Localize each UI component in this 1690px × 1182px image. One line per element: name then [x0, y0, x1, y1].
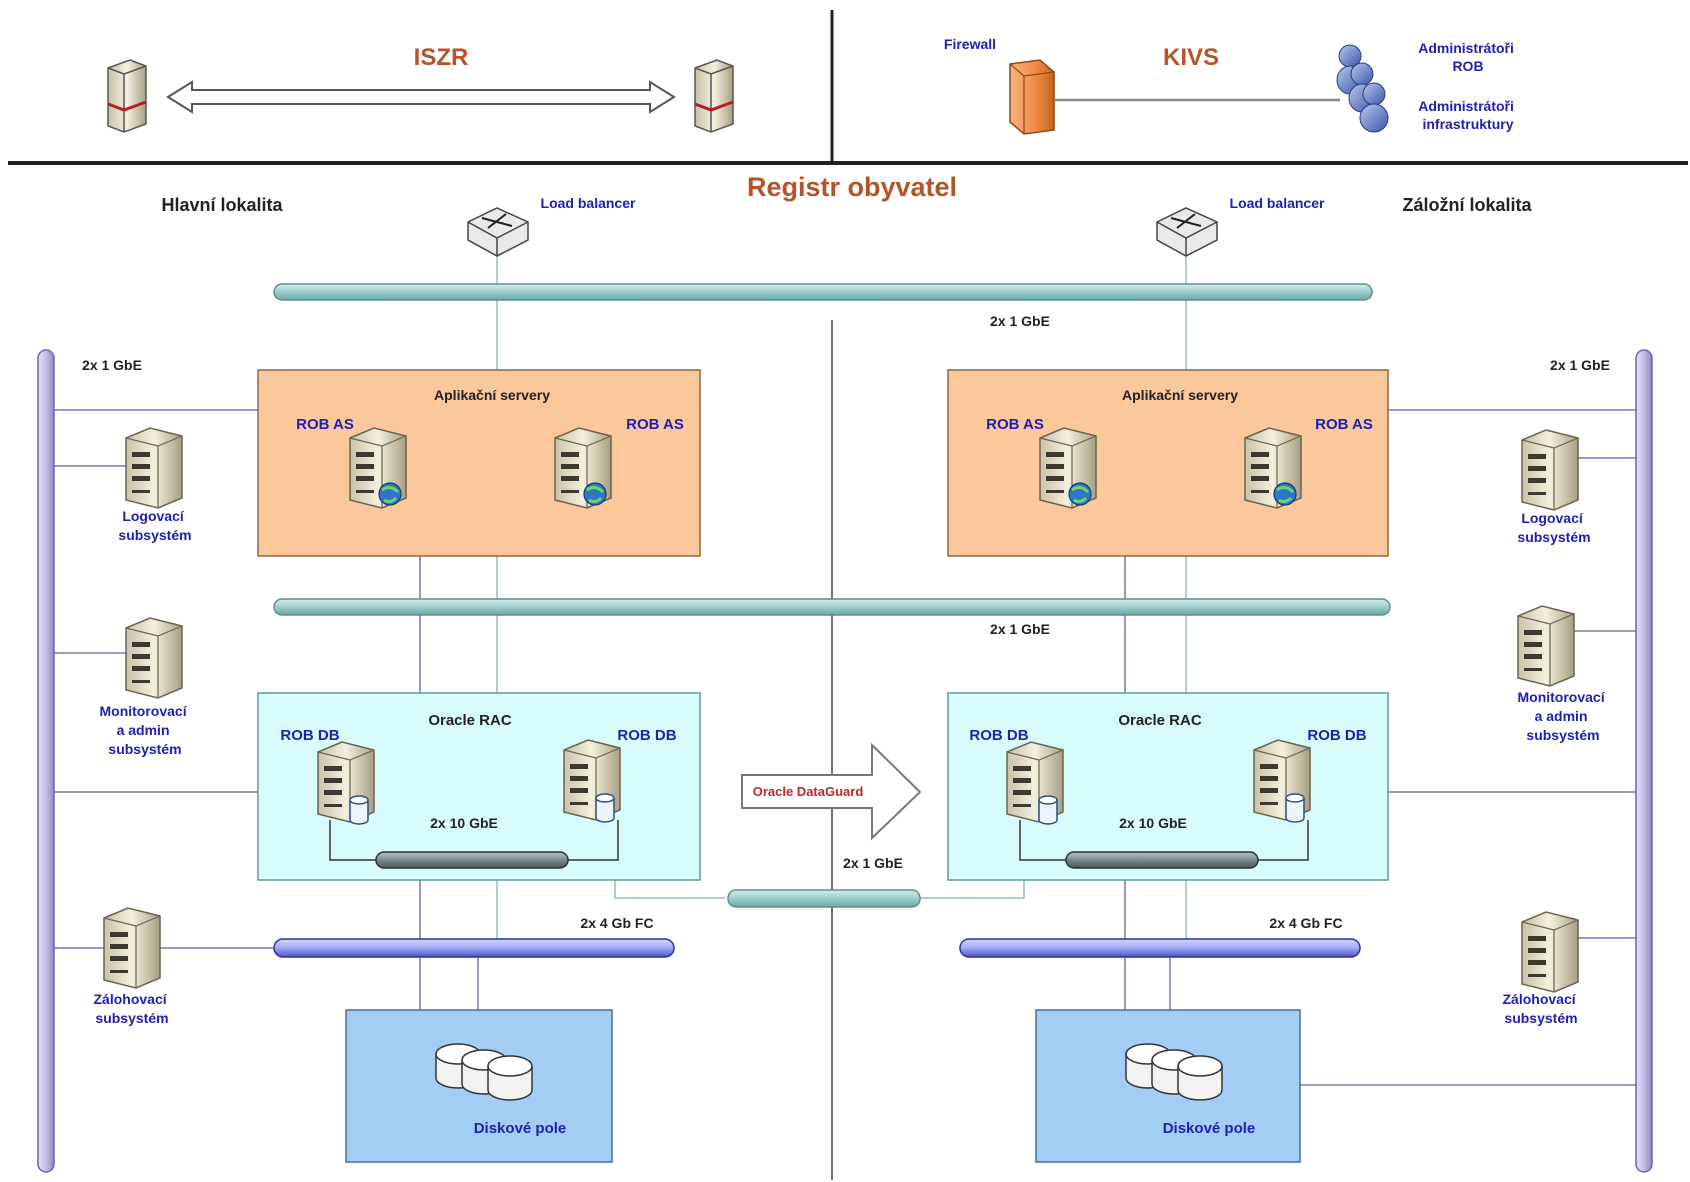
primary-db-server-b-icon	[563, 739, 621, 823]
iszr-double-arrow	[166, 80, 676, 114]
primary-side-bus-label: 2x 1 GbE	[82, 357, 142, 373]
backup-fc-label: 2x 4 Gb FC	[1269, 915, 1342, 931]
dataguard-link-label: 2x 1 GbE	[843, 855, 903, 871]
backup-site-label: Záložní lokalita	[1402, 195, 1532, 215]
primary-disk-label: Diskové pole	[474, 1120, 567, 1137]
primary-logging-server-icon	[125, 427, 183, 509]
primary-interconnect-label: 2x 10 GbE	[430, 815, 498, 831]
backup-interconnect-bus	[1065, 851, 1259, 869]
iszr-server-right-icon	[694, 59, 734, 133]
primary-interconnect-bus	[375, 851, 569, 869]
iszr-server-left-icon	[107, 59, 147, 133]
primary-app-server-b-label: ROB AS	[626, 416, 684, 433]
backup-interconnect-label: 2x 10 GbE	[1119, 815, 1187, 831]
load-balancer-primary-icon	[467, 207, 529, 257]
backup-app-servers-box	[947, 369, 1389, 557]
primary-disk-stack-icon	[435, 1043, 533, 1101]
primary-db-server-b-label: ROB DB	[617, 727, 676, 744]
primary-app-server-a-icon	[349, 427, 407, 509]
dataguard-label: Oracle DataGuard	[753, 784, 864, 799]
primary-db-box-title: Oracle RAC	[428, 712, 512, 729]
admin-rob-label: Administrátoři ROB	[1418, 40, 1518, 74]
primary-app-servers-box	[257, 369, 701, 557]
diagram-title: Registr obyvatel	[747, 172, 957, 202]
backup-side-bus-label: 2x 1 GbE	[1550, 357, 1610, 373]
backup-logging-server-icon	[1521, 429, 1579, 511]
primary-fc-label: 2x 4 Gb FC	[580, 915, 653, 931]
firewall-label: Firewall	[944, 36, 996, 52]
backup-disk-label: Diskové pole	[1163, 1120, 1256, 1137]
top-bus-label: 2x 1 GbE	[990, 313, 1050, 329]
backup-app-box-title: Aplikační servery	[1122, 387, 1238, 403]
primary-app-server-a-label: ROB AS	[296, 416, 354, 433]
primary-app-server-b-icon	[554, 427, 612, 509]
load-balancer-backup-icon	[1156, 207, 1218, 257]
backup-logging-label: Logovací subsystém	[1517, 510, 1590, 545]
backup-monitoring-label: Monitorovací a admin subsystém	[1517, 689, 1608, 743]
mid-network-bus	[273, 598, 1391, 616]
backup-app-server-a-label: ROB AS	[986, 416, 1044, 433]
kivs-label: KIVS	[1163, 44, 1219, 71]
primary-db-server-a-icon	[317, 741, 375, 825]
primary-side-bus	[37, 349, 55, 1173]
primary-db-server-a-label: ROB DB	[280, 727, 339, 744]
backup-db-server-b-label: ROB DB	[1307, 727, 1366, 744]
administrators-icon	[1336, 44, 1389, 133]
backup-side-bus	[1635, 349, 1653, 1173]
load-balancer-backup-label: Load balancer	[1230, 195, 1325, 211]
dataguard-link-bus	[727, 889, 921, 908]
backup-backup-label: Zálohovací subsystém	[1502, 991, 1579, 1026]
primary-app-box-title: Aplikační servery	[434, 387, 550, 403]
top-network-bus	[273, 283, 1373, 301]
backup-db-server-b-icon	[1253, 739, 1311, 823]
backup-fc-bus	[959, 938, 1361, 958]
primary-logging-label: Logovací subsystém	[118, 508, 191, 543]
backup-monitoring-server-icon	[1517, 605, 1575, 687]
backup-backup-server-icon	[1521, 911, 1579, 993]
load-balancer-primary-label: Load balancer	[541, 195, 636, 211]
backup-app-server-b-icon	[1244, 427, 1302, 509]
primary-monitoring-label: Monitorovací a admin subsystém	[99, 703, 190, 757]
iszr-label: ISZR	[414, 44, 469, 71]
backup-db-server-a-label: ROB DB	[969, 727, 1028, 744]
firewall-icon	[1009, 59, 1055, 135]
backup-app-server-b-label: ROB AS	[1315, 416, 1373, 433]
backup-db-server-a-icon	[1006, 741, 1064, 825]
admin-infra-label: Administrátoři infrastruktury	[1418, 98, 1518, 132]
connection-lines	[496, 250, 1187, 946]
primary-backup-server-icon	[103, 907, 161, 989]
backup-disk-stack-icon	[1125, 1043, 1223, 1101]
primary-monitoring-server-icon	[125, 617, 183, 699]
dataguard-arrow	[741, 742, 922, 841]
primary-backup-label: Zálohovací subsystém	[93, 991, 170, 1026]
primary-fc-bus	[273, 938, 675, 958]
backup-db-box-title: Oracle RAC	[1118, 712, 1202, 729]
primary-site-label: Hlavní lokalita	[161, 195, 283, 215]
mid-bus-label: 2x 1 GbE	[990, 621, 1050, 637]
backup-app-server-a-icon	[1039, 427, 1097, 509]
